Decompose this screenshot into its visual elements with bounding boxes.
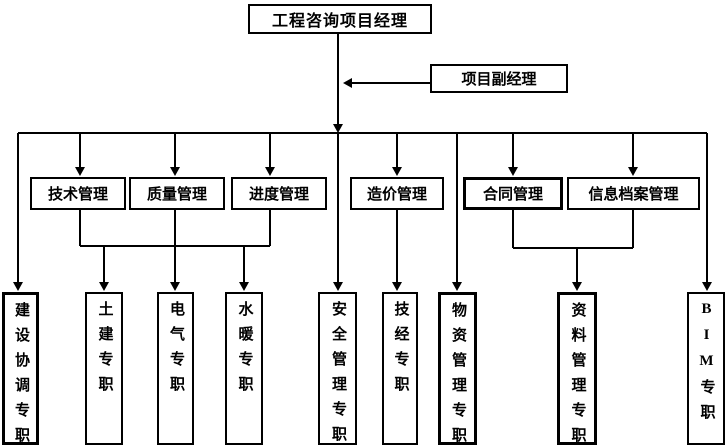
node-position-electrical: 电气专职 xyxy=(157,292,194,445)
node-position-tech-economics-label: 技经专职 xyxy=(392,301,409,401)
node-dept-quality: 质量管理 xyxy=(129,177,225,210)
node-position-materials-label: 物资管理专职 xyxy=(450,302,466,448)
node-position-materials: 物资管理专职 xyxy=(438,292,477,448)
node-dept-cost-label: 造价管理 xyxy=(366,187,427,203)
node-project-manager-label: 工程咨询项目经理 xyxy=(271,13,408,30)
node-dept-progress-label: 进度管理 xyxy=(248,187,309,203)
node-position-construction-coordination: 建设协调专职 xyxy=(2,292,39,448)
node-project-manager: 工程咨询项目经理 xyxy=(248,4,432,34)
node-position-electrical-label: 电气专职 xyxy=(168,301,184,401)
node-dept-contract: 合同管理 xyxy=(463,177,563,210)
node-position-construction-coordination-label: 建设协调专职 xyxy=(13,302,29,448)
node-position-safety: 安全管理专职 xyxy=(318,292,357,448)
node-position-plumbing-heating: 水暖专职 xyxy=(225,292,263,445)
node-deputy-manager-label: 项目副经理 xyxy=(461,72,537,88)
node-dept-cost: 造价管理 xyxy=(350,177,444,210)
node-dept-info-archive: 信息档案管理 xyxy=(567,177,700,210)
node-position-documentation-label: 资料管理专职 xyxy=(569,302,586,448)
node-position-civil: 土建专职 xyxy=(85,292,123,445)
node-position-civil-label: 土建专职 xyxy=(96,301,113,401)
node-position-documentation: 资料管理专职 xyxy=(557,292,597,448)
node-dept-progress: 进度管理 xyxy=(231,177,327,210)
node-position-safety-label: 安全管理专职 xyxy=(330,301,346,448)
node-position-bim-label: BIM专职 xyxy=(698,301,715,429)
node-position-bim: BIM专职 xyxy=(687,292,725,445)
arrowheads xyxy=(13,78,712,291)
node-deputy-manager: 项目副经理 xyxy=(430,64,568,93)
node-position-plumbing-heating-label: 水暖专职 xyxy=(236,301,253,401)
node-dept-technical: 技术管理 xyxy=(30,177,126,210)
node-dept-technical-label: 技术管理 xyxy=(47,187,108,203)
node-dept-quality-label: 质量管理 xyxy=(146,187,207,203)
node-dept-info-archive-label: 信息档案管理 xyxy=(588,187,679,203)
node-dept-contract-label: 合同管理 xyxy=(482,187,543,203)
node-position-tech-economics: 技经专职 xyxy=(382,292,418,445)
